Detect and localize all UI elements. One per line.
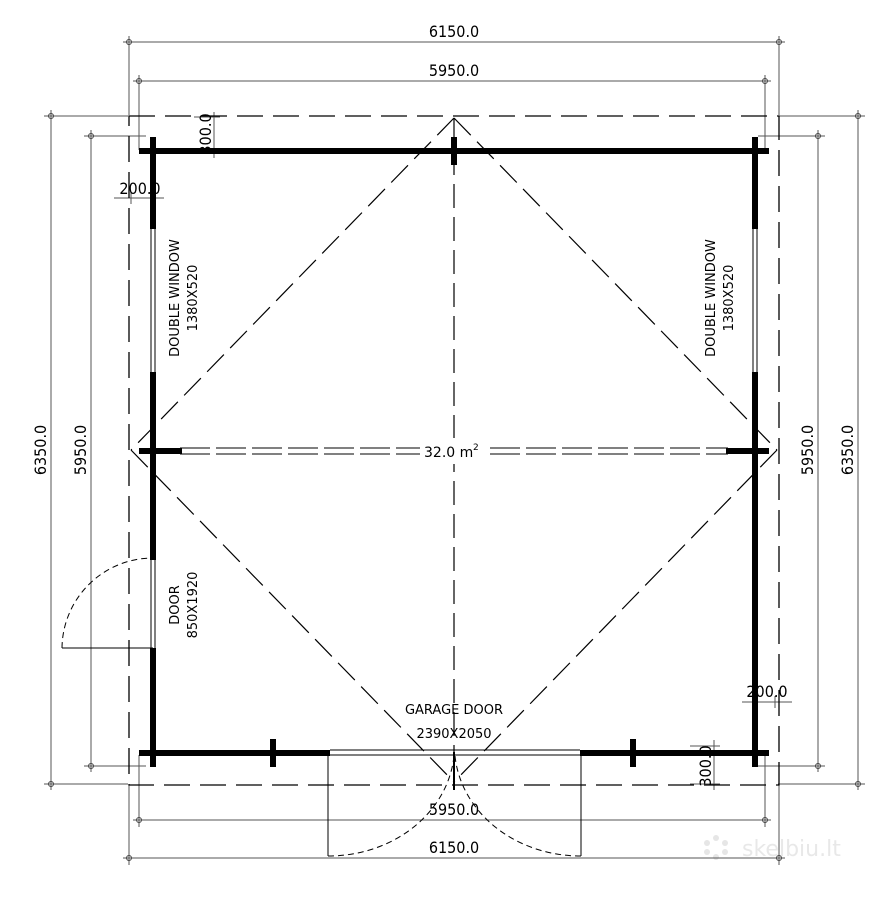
door-swing (61, 557, 154, 649)
left-window-label: DOUBLE WINDOW (168, 239, 183, 357)
opening-labels: DOUBLE WINDOW 1380X520 DOUBLE WINDOW 138… (168, 239, 737, 742)
dim-offset-bottom-right: 200.0 (746, 682, 787, 701)
garage-door (327, 749, 582, 857)
walls (139, 137, 769, 767)
dim-right-outer: 6350.0 (838, 425, 857, 475)
dim-top-inner: 5950.0 (429, 61, 479, 80)
door-size: 850X1920 (186, 572, 201, 639)
dimension-labels: 6150.0 5950.0 5950.0 6150.0 6350.0 5950.… (31, 22, 857, 857)
dim-offset-top-left: 200.0 (119, 179, 160, 198)
dim-overhang-top: 300.0 (196, 113, 215, 154)
roof-hips (130, 117, 778, 783)
dim-right-inner: 5950.0 (798, 425, 817, 475)
dim-left-inner: 5950.0 (71, 425, 90, 475)
area-value: 32.0 m (424, 445, 473, 461)
dim-overhang-bottom: 300.0 (696, 745, 715, 786)
dim-bottom-inner: 5950.0 (429, 800, 479, 819)
door-label: DOOR (168, 585, 183, 625)
ridge-line (180, 447, 728, 455)
window-openings (150, 229, 758, 648)
dim-left-outer: 6350.0 (31, 425, 50, 475)
right-window-size: 1380X520 (722, 265, 737, 332)
dim-bottom-outer: 6150.0 (429, 838, 479, 857)
dim-top-outer: 6150.0 (429, 22, 479, 41)
dimension-ticks (48, 39, 861, 861)
area-unit-exponent: 2 (473, 443, 479, 453)
garage-door-label: GARAGE DOOR (405, 703, 503, 718)
garage-door-size: 2390X2050 (416, 727, 491, 742)
left-window-size: 1380X520 (186, 265, 201, 332)
area-label: 32.0 m 2 (420, 438, 482, 464)
right-window-label: DOUBLE WINDOW (704, 239, 719, 357)
